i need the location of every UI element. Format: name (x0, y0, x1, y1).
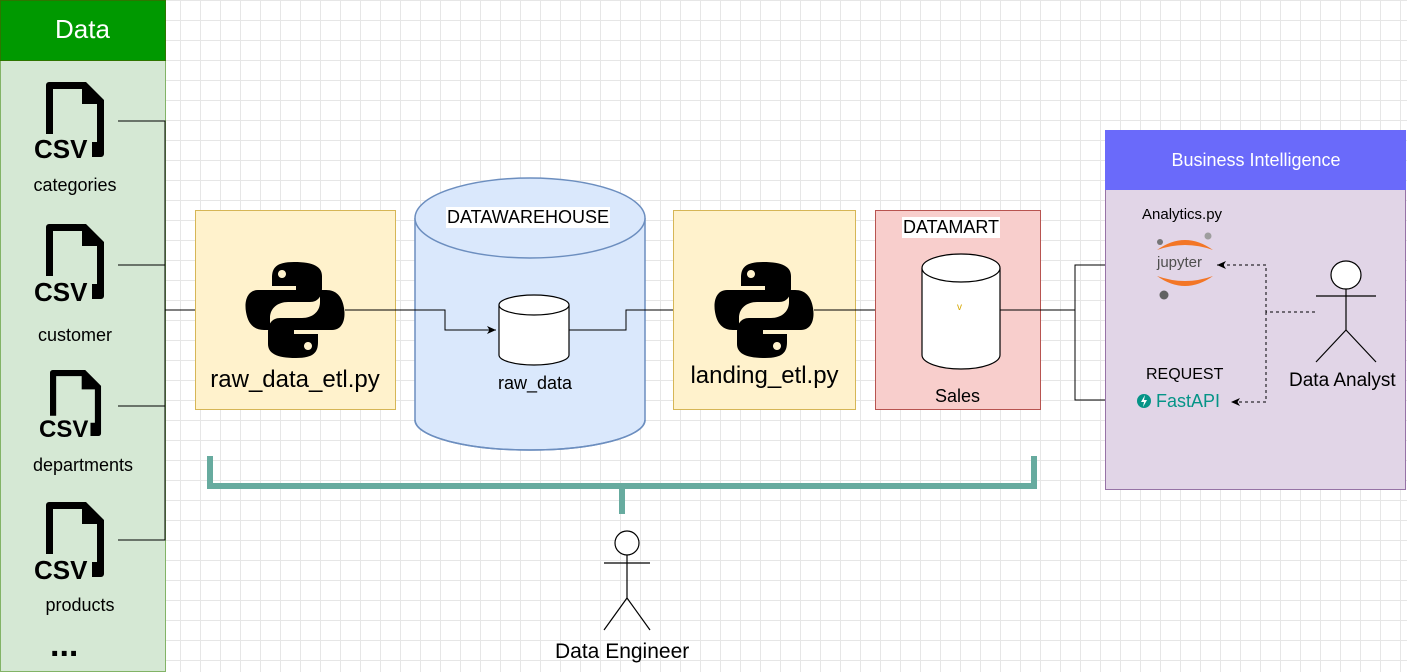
csv-badge: CSV (34, 134, 88, 164)
sales-label: Sales (934, 386, 981, 406)
data-analyst-label: Data Analyst (1289, 370, 1396, 391)
python-icon (245, 262, 345, 358)
jupyter-wordmark: jupyter (1157, 254, 1203, 271)
raw-data-label: raw_data (497, 373, 573, 393)
csv-file-icon (34, 82, 104, 162)
jupyter-icon (1157, 232, 1213, 300)
sales-table-mark: v (957, 302, 962, 313)
connector-analyst-to-fastapi (1231, 312, 1267, 406)
csv-badge: CSV (39, 416, 89, 443)
csv-file-icon (34, 224, 104, 304)
data-panel-title: Data (55, 14, 110, 44)
data-analyst-figure (1315, 260, 1377, 363)
analytics-label: Analytics.py (1142, 206, 1223, 223)
bi-panel (1105, 130, 1406, 490)
connector-raw-etl-to-warehouse (345, 309, 496, 334)
datawarehouse-title: DATAWAREHOUSE (446, 207, 611, 228)
connector-analyst-to-jupyter (1217, 261, 1315, 313)
sales-cylinder (921, 253, 1001, 370)
file-label-departments: departments (32, 455, 134, 475)
csv-file-icon (39, 370, 102, 441)
fastapi-wordmark: FastAPI (1156, 391, 1221, 411)
datamart-title: DATAMART (902, 217, 1001, 238)
csv-badge: CSV (34, 555, 88, 585)
connector-products (118, 406, 166, 541)
file-label-categories: categories (33, 175, 117, 195)
bi-panel-header (1105, 130, 1406, 190)
data-panel-header (0, 0, 166, 61)
connector-warehouse-to-landing-etl (569, 306, 712, 331)
file-label-customer: customer (37, 325, 113, 345)
python-icon (714, 262, 814, 358)
bi-panel-title: Business Intelligence (1171, 150, 1341, 170)
raw-data-cylinder (498, 294, 570, 366)
more-files-ellipsis: ... (50, 626, 79, 664)
data-engineer-label: Data Engineer (555, 640, 690, 663)
data-engineer-figure (603, 530, 651, 631)
landing-etl-label: landing_etl.py (690, 362, 839, 389)
engineer-bracket (207, 456, 1037, 489)
request-label: REQUEST (1146, 366, 1224, 383)
fastapi-icon (1137, 394, 1151, 408)
connector-categories (118, 120, 166, 310)
csv-badge: CSV (34, 277, 88, 307)
csv-file-icon (34, 502, 104, 582)
file-label-products: products (45, 595, 115, 615)
raw-etl-label: raw_data_etl.py (210, 366, 380, 393)
